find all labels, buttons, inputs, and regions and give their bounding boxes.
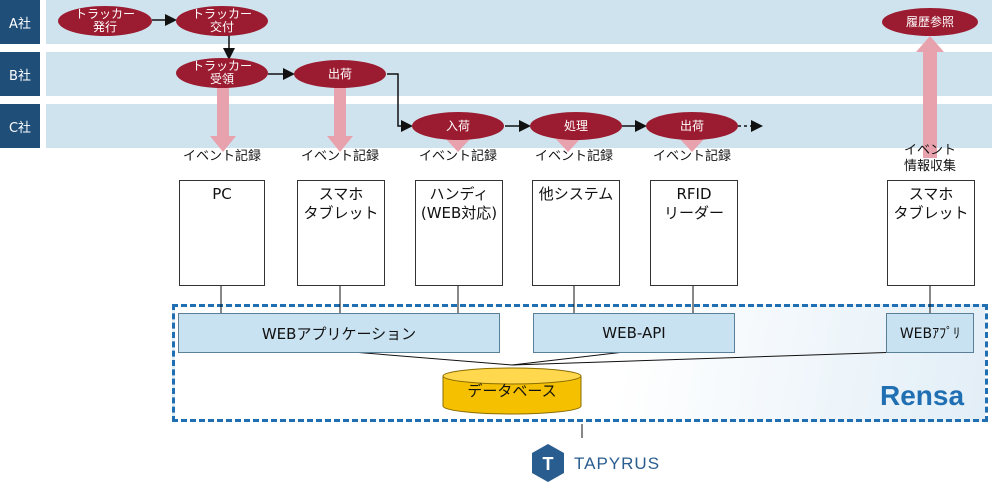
event-process-c: 処理 — [530, 112, 622, 140]
event-tracker-deliver: トラッカー 交付 — [176, 6, 268, 36]
web-api-box: WEB-API — [533, 313, 735, 353]
svg-text:T: T — [543, 454, 554, 474]
rensa-brand: Rensa — [880, 380, 965, 411]
web-application-box: WEBアプリケーション — [178, 313, 500, 353]
event-ship-c: 出荷 — [646, 112, 738, 140]
device-rfid-line2: リーダー — [663, 204, 724, 222]
event-tracker-receive: トラッカー 受領 — [176, 58, 268, 88]
device-rfid-line1: RFID — [676, 185, 712, 203]
device-pc-line1: PC — [212, 185, 232, 203]
event-tracker-receive-line1: トラッカー — [191, 59, 252, 73]
lane-label-c: C社 — [0, 104, 40, 148]
event-collect-line1: イベント — [903, 143, 956, 158]
device-smartphone-line1: スマホ — [318, 185, 364, 203]
device-smartphone-2-title: スマホ タブレット — [888, 185, 974, 223]
device-handy: ハンディ (WEB対応) — [415, 180, 503, 286]
database-label: データベース — [467, 382, 557, 400]
device-handy-line2: (WEB対応) — [420, 204, 498, 222]
event-record-label-handy: イベント記録 — [418, 149, 497, 164]
device-other-system-title: 他システム — [533, 185, 619, 204]
event-record-label-smartphone: イベント記録 — [300, 149, 379, 164]
event-tracker-issue-line1: トラッカー — [74, 7, 135, 21]
lane-label-b: B社 — [0, 52, 40, 96]
device-other-system-line1: 他システム — [538, 185, 614, 203]
device-smartphone-line2: タブレット — [303, 204, 379, 222]
device-smartphone-title: スマホ タブレット — [298, 185, 384, 223]
device-smartphone-2-line1: スマホ — [908, 185, 954, 203]
event-tracker-receive-line2: 受領 — [209, 72, 234, 86]
device-handy-title: ハンディ (WEB対応) — [416, 185, 502, 223]
event-record-label-rfid: イベント記録 — [652, 149, 731, 164]
event-record-label-pc: イベント記録 — [182, 149, 261, 164]
event-history-view: 履歴参照 — [882, 8, 978, 36]
event-tracker-issue: トラッカー 発行 — [58, 6, 152, 36]
event-record-arrows — [210, 36, 944, 158]
tapyrus-logo-icon: T — [532, 444, 564, 482]
event-tracker-issue-line2: 発行 — [92, 20, 117, 34]
device-smartphone: スマホ タブレット — [297, 180, 385, 286]
event-collect-label: イベント 情報収集 — [880, 143, 980, 175]
event-record-label-other-system: イベント記録 — [534, 149, 613, 164]
device-rfid-title: RFID リーダー — [651, 185, 737, 223]
device-pc: PC — [179, 180, 265, 286]
event-tracker-deliver-line1: トラッカー — [191, 7, 252, 21]
device-smartphone-2-line2: タブレット — [893, 204, 969, 222]
device-smartphone-2: スマホ タブレット — [887, 180, 975, 286]
web-app-short-box: WEBｱﾌﾟﾘ — [886, 313, 974, 353]
device-pc-title: PC — [180, 185, 264, 204]
device-rfid: RFID リーダー — [650, 180, 738, 286]
event-ship-b: 出荷 — [294, 60, 386, 88]
device-other-system: 他システム — [532, 180, 620, 286]
lane-label-a: A社 — [0, 0, 40, 44]
event-arrive-c: 入荷 — [412, 112, 504, 140]
database-cylinder — [442, 367, 582, 415]
device-handy-line1: ハンディ — [429, 185, 489, 203]
tapyrus-wordmark: TAPYRUS — [574, 454, 661, 473]
event-collect-line2: 情報収集 — [903, 159, 956, 174]
event-tracker-deliver-line2: 交付 — [209, 20, 234, 34]
